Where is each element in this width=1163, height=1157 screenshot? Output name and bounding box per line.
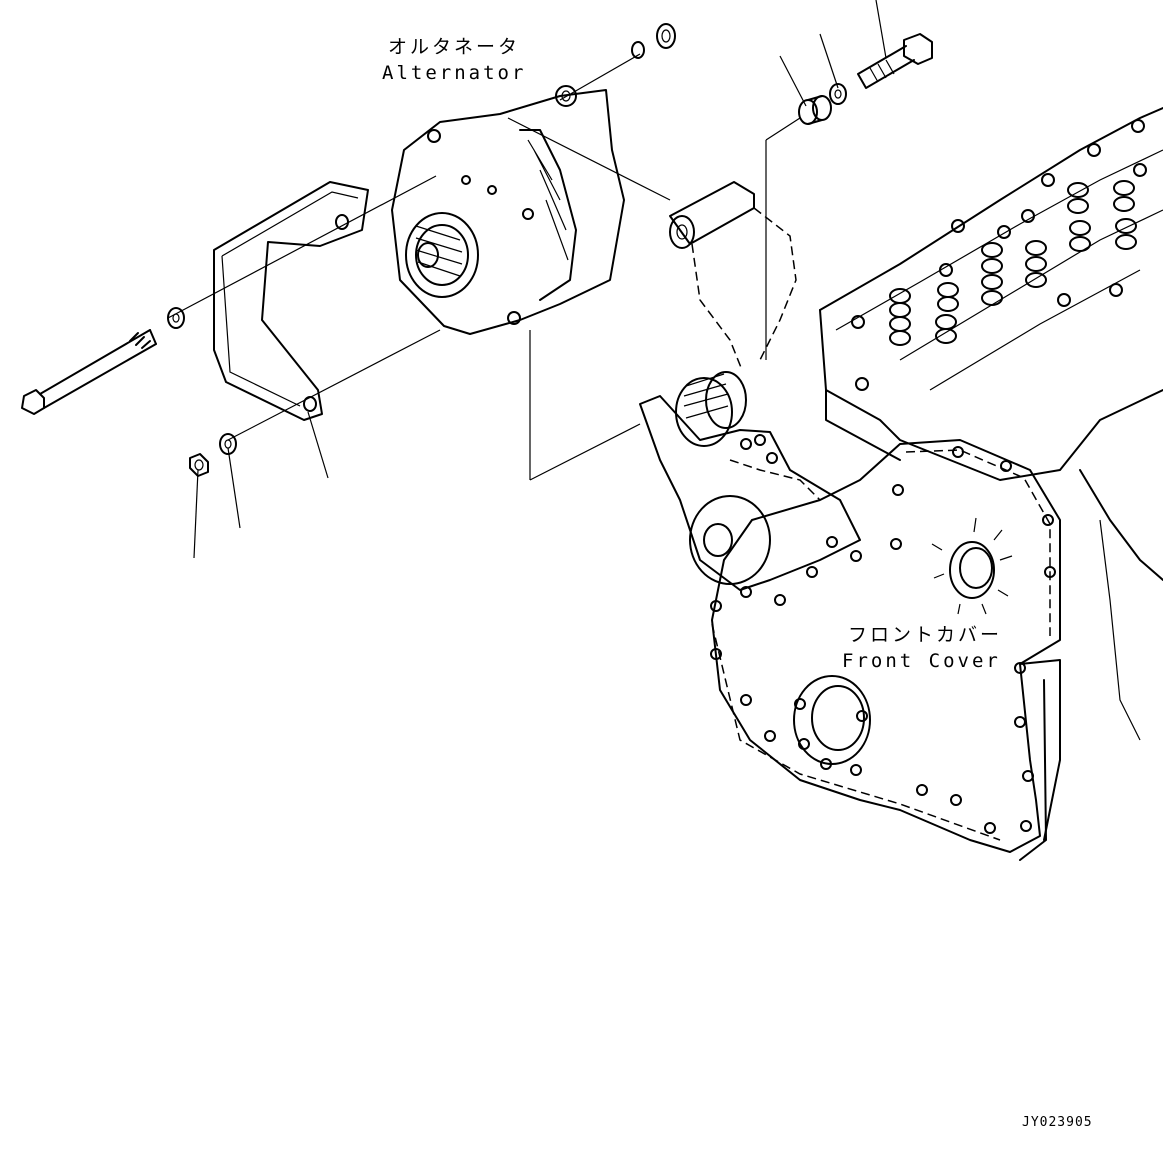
leader-lines	[167, 0, 887, 559]
drawing-code: JY023905	[1022, 1115, 1093, 1130]
alternator-label-en: Alternator	[382, 62, 527, 84]
upper-washer	[829, 83, 847, 105]
water-pump	[639, 395, 861, 591]
front-cover-label-jp: フロントカバー	[848, 624, 1003, 646]
hex-nut	[189, 453, 209, 477]
washer-left	[167, 307, 185, 329]
alternator-label-jp: オルタネータ	[388, 36, 521, 58]
front-cover	[710, 439, 1061, 861]
head-bolts	[851, 119, 1147, 391]
cover-bolts	[710, 446, 1056, 834]
alternator-bracket	[213, 181, 369, 421]
upper-bolt	[857, 33, 933, 89]
alternator	[391, 85, 625, 335]
front-cover-label-en: Front Cover	[842, 650, 1001, 672]
washer-lower	[219, 433, 237, 455]
valve-springs	[889, 180, 1137, 346]
mounting-boss	[669, 181, 797, 371]
spacer	[798, 95, 832, 125]
upper-washers	[631, 23, 676, 59]
engine-block	[819, 107, 1163, 741]
idler-pulley	[675, 371, 747, 447]
long-bolt	[21, 329, 157, 415]
